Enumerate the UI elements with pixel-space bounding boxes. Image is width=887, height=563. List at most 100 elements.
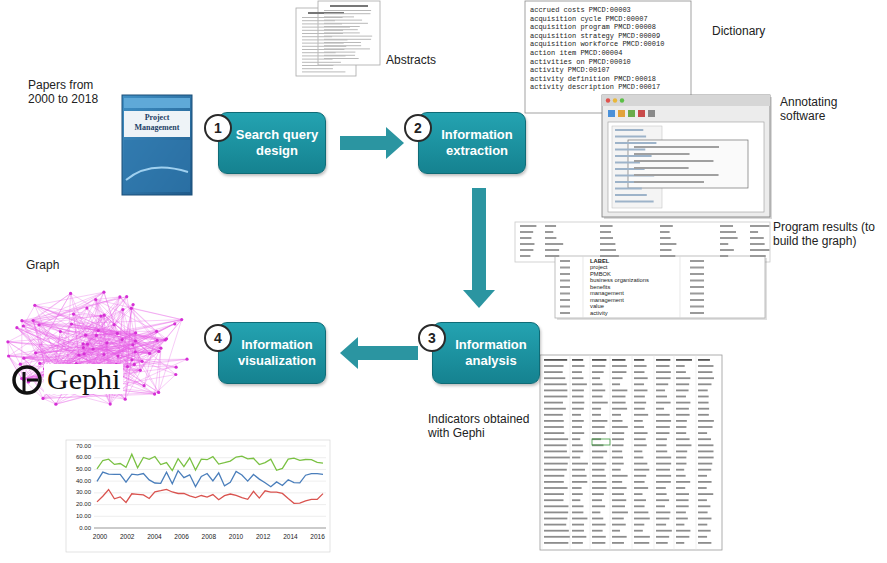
cell-line xyxy=(698,371,712,373)
column-rule xyxy=(590,355,591,550)
dictionary-entry: acquisition program PMCD:00008 xyxy=(530,23,656,31)
graph-node-dot xyxy=(118,295,121,298)
cell-line xyxy=(676,469,684,471)
graph-node-dot xyxy=(34,351,37,354)
graph-node-dot xyxy=(132,303,135,306)
cell-line xyxy=(544,414,563,416)
cell-line xyxy=(612,359,625,361)
graph-node-dot xyxy=(131,343,134,346)
source-label: Papers from 2000 to 2018 xyxy=(28,78,110,107)
dialog-line xyxy=(634,160,713,162)
page-text-line xyxy=(324,32,360,33)
cell-line xyxy=(656,444,667,446)
page-text-line xyxy=(302,71,345,72)
cell-line xyxy=(560,299,570,301)
cell-line xyxy=(592,530,603,532)
cell-line xyxy=(750,237,764,239)
column-rule xyxy=(654,355,655,550)
cell-line xyxy=(572,493,583,495)
axis-year: 2016 xyxy=(309,533,327,541)
cell-line xyxy=(544,524,566,526)
cell-line xyxy=(656,542,668,544)
cell-line xyxy=(750,249,769,251)
process-box: 3Information analysis xyxy=(432,322,540,384)
graph-node-dot xyxy=(134,339,137,342)
cell-line xyxy=(698,536,707,538)
graph-node-dot xyxy=(22,324,25,327)
cell-line xyxy=(698,420,714,422)
cell-line xyxy=(544,451,567,453)
cell-line xyxy=(560,312,570,314)
cell-line xyxy=(592,383,602,385)
cell-line xyxy=(572,359,583,361)
cell-line xyxy=(612,487,627,489)
cell-line xyxy=(660,243,676,245)
cell-line xyxy=(544,432,564,434)
dialog-line xyxy=(634,153,690,155)
cell-line xyxy=(544,530,569,532)
cell-line xyxy=(656,383,668,385)
cell-line xyxy=(592,524,606,526)
graph-node-dot xyxy=(84,334,87,337)
graph-node-dot xyxy=(31,319,34,322)
cell-line xyxy=(612,463,624,465)
cell-line xyxy=(698,487,707,489)
cell-line xyxy=(698,426,713,428)
graph-node-dot xyxy=(37,323,40,326)
graph-node-dot xyxy=(77,353,80,356)
cell-line xyxy=(592,432,606,434)
graph-node-dot xyxy=(105,341,108,344)
graph-node-dot xyxy=(155,330,158,333)
column-rule xyxy=(674,355,675,550)
cell-line xyxy=(572,487,582,489)
cell-line xyxy=(612,438,624,440)
cell-line xyxy=(572,463,588,465)
cell-line xyxy=(698,377,714,379)
table-cell: PMBOK xyxy=(590,271,611,278)
step-number: 4 xyxy=(204,324,232,352)
indicators-table xyxy=(540,355,722,550)
cell-line xyxy=(750,231,758,233)
graph-node-dot xyxy=(22,357,25,360)
cell-line xyxy=(612,365,627,367)
cell-line xyxy=(720,255,728,257)
axis-year: 2014 xyxy=(281,533,299,541)
cell-line xyxy=(698,408,709,410)
axis-year: 2012 xyxy=(254,533,272,541)
graph-node-dot xyxy=(41,397,44,400)
cell-line xyxy=(656,420,671,422)
step-label: Information analysis xyxy=(449,337,533,368)
dictionary-entry: activity PMCD:00107 xyxy=(530,66,610,74)
graph-node-dot xyxy=(173,322,176,325)
cell-line xyxy=(634,481,645,483)
graph-node-dot xyxy=(72,313,75,316)
graph-node-dot xyxy=(185,358,188,361)
cell-line xyxy=(612,481,622,483)
cell-line xyxy=(634,499,646,501)
cell-line xyxy=(634,420,643,422)
cell-line xyxy=(612,499,626,501)
cell-line xyxy=(676,487,685,489)
cell-line xyxy=(592,396,603,398)
list-line xyxy=(615,136,646,138)
grid-line xyxy=(94,492,326,493)
cell-line xyxy=(634,463,647,465)
cell-line xyxy=(592,487,607,489)
cell-line xyxy=(656,512,670,514)
cell-line xyxy=(676,420,687,422)
cell-line xyxy=(656,371,671,373)
axis-year: 2006 xyxy=(173,533,191,541)
cell-line xyxy=(634,371,644,373)
cell-line xyxy=(592,426,605,428)
source-label: Dictionary xyxy=(712,24,765,38)
source-label: Program results (to build the graph) xyxy=(773,220,883,249)
cell-line xyxy=(600,231,611,233)
cell-line xyxy=(600,249,616,251)
cell-line xyxy=(612,426,628,428)
page-text-line xyxy=(302,62,341,63)
page-text-line xyxy=(302,65,333,66)
grid-line xyxy=(94,504,326,505)
cell-line xyxy=(572,505,583,507)
dictionary-entry: acquisition workforce PMCD:00010 xyxy=(530,40,664,48)
